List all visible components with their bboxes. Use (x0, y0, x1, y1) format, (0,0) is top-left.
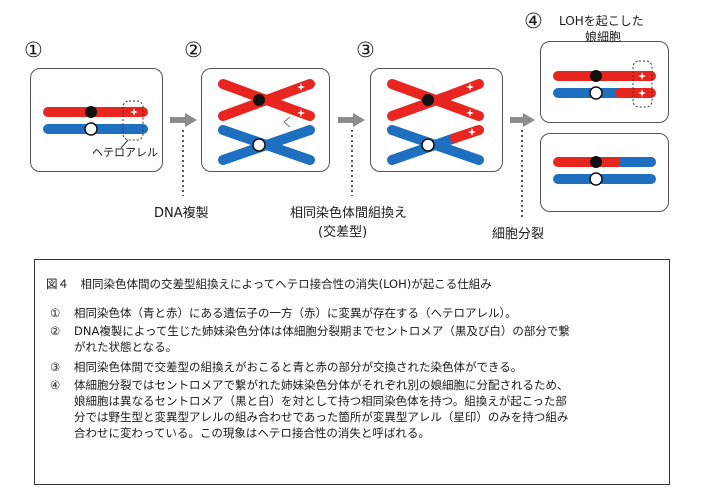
white-centromere (589, 86, 603, 100)
arrow-2-head (353, 113, 365, 127)
step-number-1: ① (24, 38, 43, 62)
white-centromere (252, 138, 266, 152)
caption-item-3: ③ 相同染色体間で交差型の組換えがおこると青と赤の部分が交換された染色体ができる… (50, 359, 660, 375)
caption-item-4: ④ 体細胞分裂ではセントロメアで繋がれた姉妹染色分体がそれぞれ別の娘細胞に分配さ… (50, 377, 660, 441)
step-number-4: ④ (524, 9, 543, 33)
caption-line: 体細胞分裂ではセントロメアで繋がれた姉妹染色分体がそれぞれ別の娘細胞に分配される… (74, 378, 569, 392)
white-centromere (84, 122, 98, 136)
caption-line: 娘細胞は異なるセントロメア（黒と白）を対として持つ相同染色体を持つ。組換えが起こ… (74, 394, 567, 408)
dna-replication-label: DNA複製 (154, 206, 209, 221)
panel4-loh-chromosomes (553, 60, 656, 108)
black-centromere (85, 106, 97, 118)
caption-item-number: ① (50, 306, 61, 320)
heteroallele-label: ヘテロアレル (92, 146, 158, 159)
heteroallele-pointer (120, 139, 129, 149)
arrow-1-head (185, 113, 197, 127)
crossover-mark (283, 116, 291, 128)
caption-line: がれた状態となる。 (74, 340, 178, 354)
caption-line: DNA複製によって生じた姉妹染色分体は体細胞分裂期までセントロメア（黒及び白）の… (74, 324, 570, 338)
caption-line: 相同染色体（青と赤）にある遺伝子の一方（赤）に変異が存在する（ヘテロアレル）。 (74, 306, 517, 320)
cell-division-label: 細胞分裂 (492, 227, 545, 242)
caption-line: 合わせに変わっている。この現象はヘテロ接合性の消失と呼ばれる。 (74, 426, 430, 440)
panel-loh-daughter-cell (540, 41, 669, 123)
loh-label-line2: 娘細胞 (585, 30, 622, 44)
caption-line: 分では野生型と変異型アレルの組み合わせであった箇所が変異型アレル（星印）のみを持… (74, 410, 569, 424)
panel1-chromosomes (43, 100, 148, 149)
step-number-2: ② (184, 38, 203, 62)
recombination-type-label: (交差型) (318, 225, 368, 240)
caption-item-1: ① 相同染色体（青と赤）にある遺伝子の一方（赤）に変異が存在する（ヘテロアレル）… (50, 305, 660, 321)
panel-normal-daughter-cell (540, 133, 669, 212)
black-centromere (253, 94, 265, 106)
arrows (170, 113, 535, 127)
black-centromere (590, 156, 602, 168)
step-number-3: ③ (356, 38, 375, 62)
caption-item-number: ④ (50, 378, 61, 392)
panel2-chromosomes (218, 79, 315, 165)
caption-line: 相同染色体間で交差型の組換えがおこると青と赤の部分が交換された染色体ができる。 (74, 360, 523, 374)
panel4-other-chromosomes (553, 156, 656, 186)
heteroallele-dashed-box (122, 100, 144, 141)
black-centromere (422, 94, 434, 106)
caption-item-number: ② (50, 324, 61, 338)
figure-caption-box (34, 259, 670, 485)
figure-caption-title: 図４ 相同染色体間の交差型組換えによってヘテロ接合性の消失(LOH)が起こる仕組… (46, 277, 492, 291)
caption-item-number: ③ (50, 360, 61, 374)
white-centromere (589, 172, 603, 186)
dotted-connectors (182, 130, 523, 218)
panel-heteroallele (30, 68, 163, 172)
panel3-chromosomes (387, 79, 484, 165)
recombination-label: 相同染色体間組換え (290, 206, 408, 221)
black-centromere (590, 70, 602, 82)
loh-label-line1: LOHを起こした (559, 14, 644, 28)
white-centromere (421, 138, 435, 152)
caption-item-2: ② DNA複製によって生じた姉妹染色分体は体細胞分裂期までセントロメア（黒及び白… (50, 323, 660, 355)
arrow-3-head (523, 113, 535, 127)
loh-dashed-box (632, 60, 653, 108)
